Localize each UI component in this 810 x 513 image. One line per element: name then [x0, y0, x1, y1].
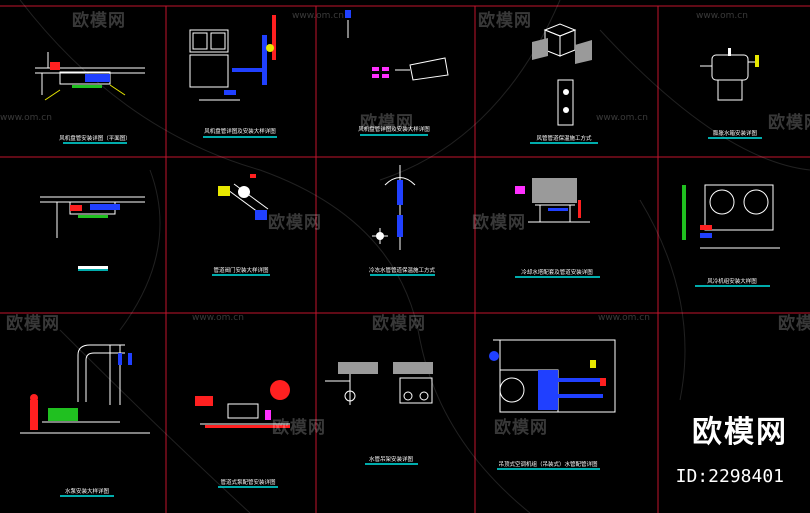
panel-grid-lines: [0, 5, 810, 513]
detail-inline-pump: [195, 380, 290, 428]
watermark-url: www.om.cn: [598, 313, 650, 323]
detail-pump-installation: [20, 344, 150, 434]
detail-expansion-tank: [700, 48, 759, 101]
watermark-logo: 欧模网: [6, 314, 60, 334]
caption-p24: 冷却水塔配套及管道安装详图: [521, 268, 593, 276]
watermark-arcs: [19, 0, 810, 513]
watermark-logo: 欧模网: [72, 11, 126, 31]
caption-p33: 水管吊架安装详图: [369, 455, 414, 463]
watermark-logo: 欧模网: [360, 113, 414, 133]
watermark-url: www.om.cn: [192, 313, 244, 323]
detail-fan-coil-section: [345, 10, 449, 81]
detail-fan-coil-riser: [189, 15, 276, 101]
detail-chilled-pipe-insulation: [372, 165, 416, 250]
brand-logo-text: 欧模网: [692, 415, 788, 450]
caption-p32: 管道式泵配管安装详图: [220, 478, 276, 486]
watermark-logo: 欧模网: [472, 213, 526, 233]
caption-p11: 风机盘管安装详图（平面图）: [59, 134, 131, 142]
brand-id-label: ID:2298401: [675, 466, 784, 487]
detail-air-cooled-unit: [682, 184, 780, 249]
caption-underlines: [60, 134, 770, 497]
caption-p23: 冷冻水管管道保温施工方式: [369, 266, 436, 274]
watermark-logo: 欧模网: [768, 113, 810, 133]
caption-p34: 吊顶式空调机组（吊装式）水管配管详图: [498, 460, 598, 468]
watermark-logo: 欧模网: [494, 418, 548, 438]
watermark-logo: 欧模网: [268, 213, 322, 233]
watermark-logo: 欧模网: [778, 314, 810, 334]
watermark-url: www.om.cn: [292, 11, 344, 21]
detail-duct-insulation: [532, 23, 592, 126]
captions: 风机盘管安装详图（平面图） 风机盘管详图及安装大样详图 风机盘管详图及安装大样详…: [59, 125, 757, 495]
caption-p22: 管道阀门安装大样详图: [213, 266, 269, 274]
caption-p25: 风冷机组安装大样图: [707, 277, 757, 285]
caption-p12: 风机盘管详图及安装大样详图: [204, 127, 276, 135]
caption-p13: 风机盘管详图及安装大样详图: [358, 125, 430, 133]
watermark-url: www.om.cn: [696, 11, 748, 21]
watermark-logo: 欧模网: [272, 418, 326, 438]
detail-cooling-tower: [515, 178, 590, 223]
detail-valve-assembly: [218, 174, 269, 220]
detail-pipe-hanger: [325, 362, 433, 405]
watermark-url: www.om.cn: [0, 113, 52, 123]
watermark-url: www.om.cn: [596, 113, 648, 123]
detail-ahu-piping: [489, 339, 616, 413]
detail-fan-coil-plan: [35, 52, 145, 101]
caption-p14: 风管管道保温施工方式: [536, 134, 592, 142]
watermark-logo: 欧模网: [478, 11, 532, 31]
watermark-logo: 欧模网: [372, 314, 426, 334]
caption-p15: 膨胀水箱安装详图: [713, 129, 758, 137]
caption-p31: 水泵安装大样详图: [65, 487, 110, 495]
detail-fan-coil-plan-2: [40, 196, 145, 269]
